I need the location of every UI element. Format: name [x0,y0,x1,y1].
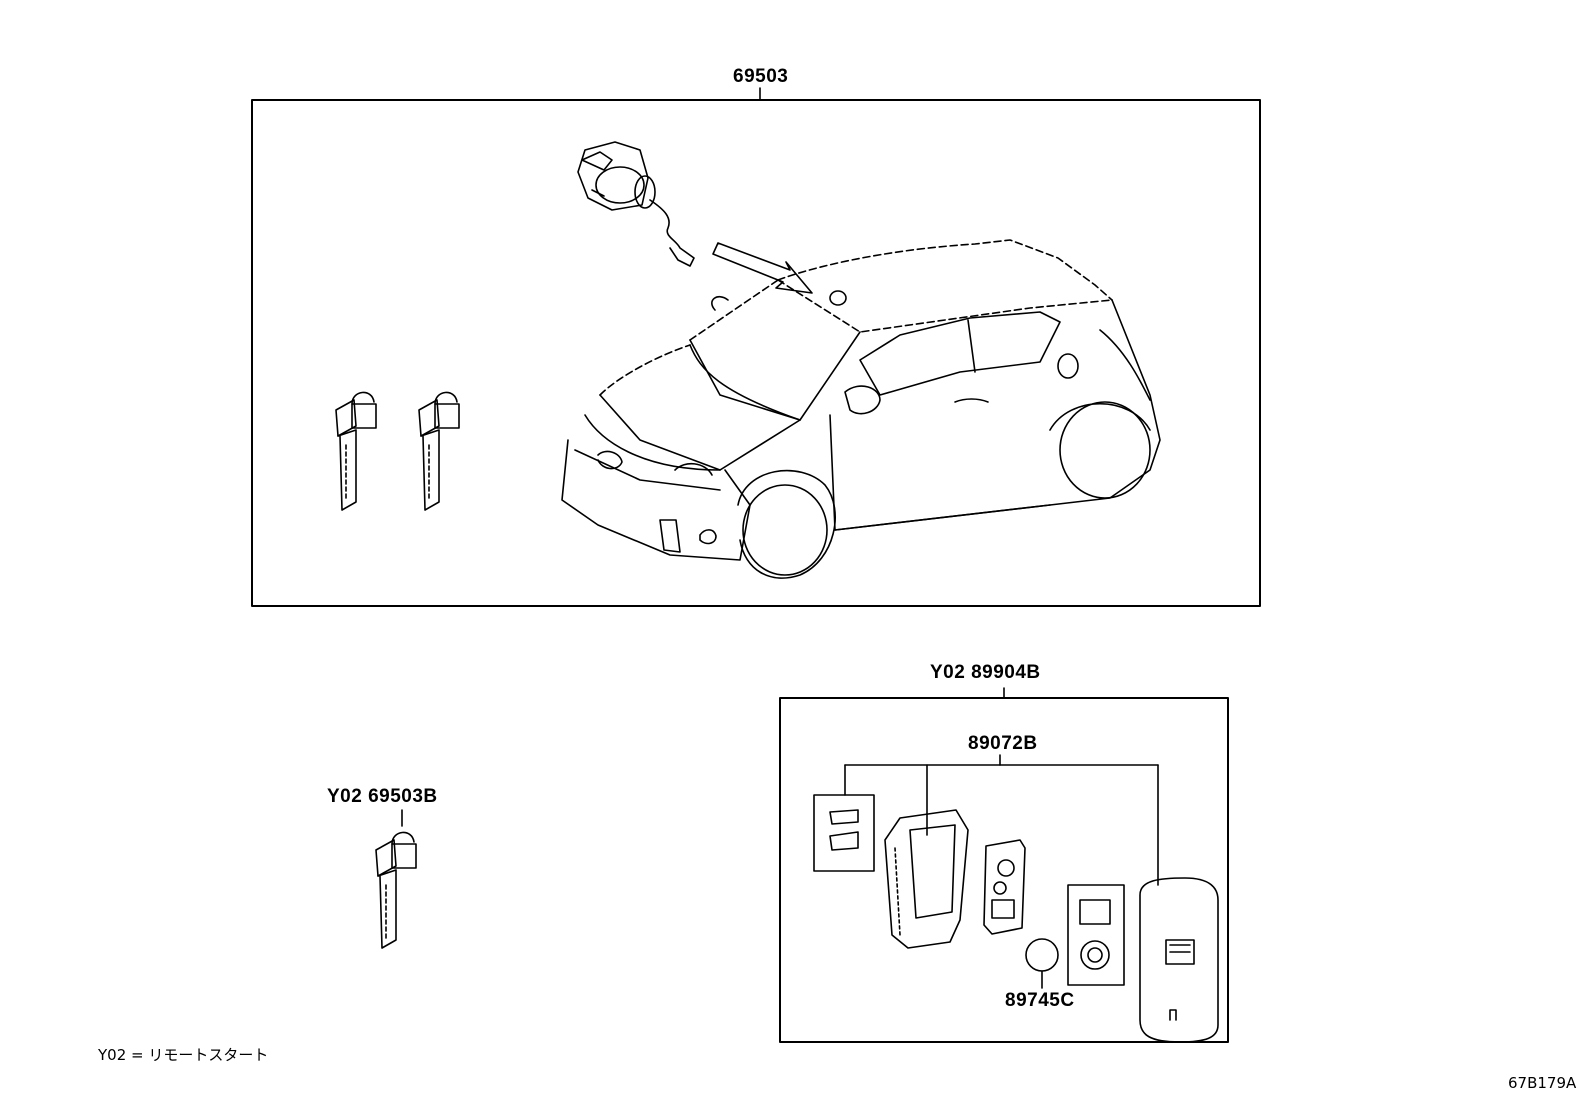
fob-cover [1139,877,1219,1043]
callout-spare-key[interactable]: Y02 69503B [327,786,438,807]
callout-kit-top[interactable]: 69503 [733,66,789,87]
case-frame [884,809,969,949]
kit-box [251,99,1261,607]
callout-remote-kit[interactable]: Y02 89904B [930,662,1041,683]
lock-cylinder [577,141,695,267]
circuit-board [983,839,1026,935]
option-code-note: Y02 = リモートスタート [98,1046,269,1064]
vehicle-outline [561,239,1161,579]
button-insert [813,794,875,872]
location-arrow [712,242,813,294]
key-blade-1 [335,391,377,511]
key-blade-2 [418,391,460,511]
callout-transmitter[interactable]: 89072B [968,733,1038,754]
coin-battery [1025,938,1059,972]
figure-id: 67B179A [1508,1074,1577,1092]
callout-battery[interactable]: 89745C [1005,990,1075,1011]
inner-plate [1067,884,1125,986]
transmitter-bracket [844,754,1159,886]
spare-key [375,831,417,949]
